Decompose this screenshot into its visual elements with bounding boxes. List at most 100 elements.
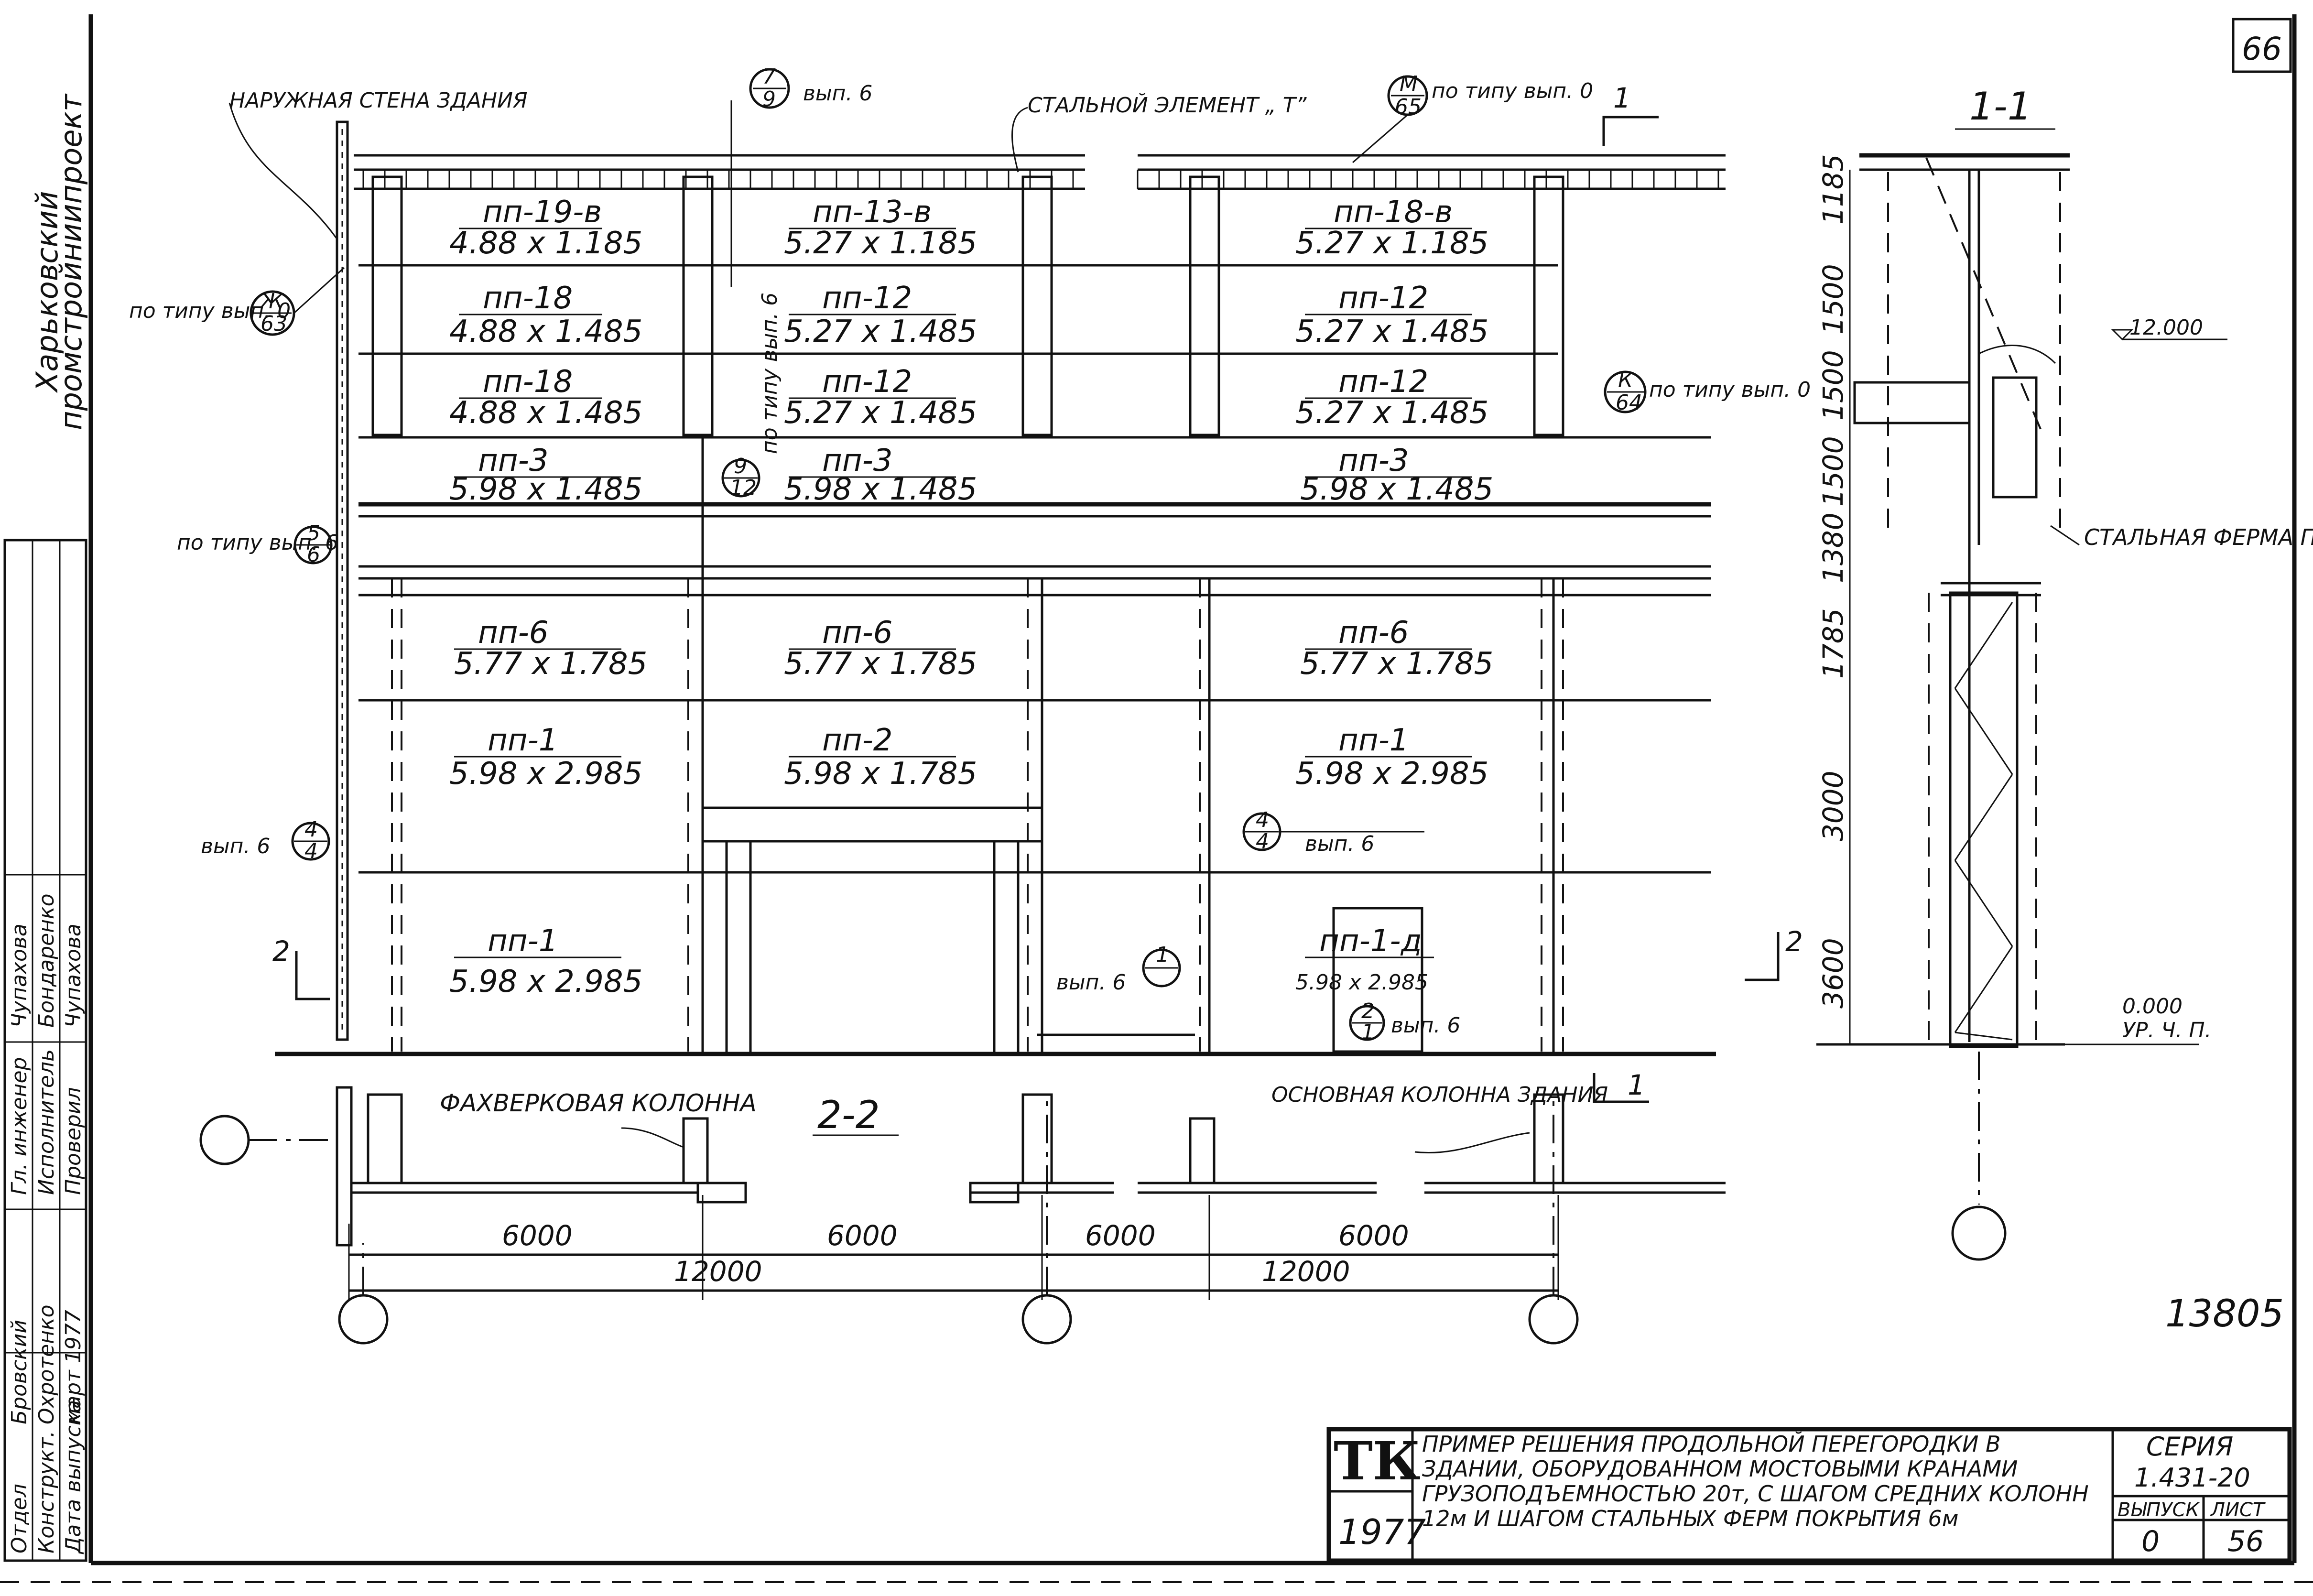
title-year: 1977 [1338,1512,1426,1552]
svg-text:5: 5 [307,521,320,545]
panel: пп-15.98 x 2.985 [449,923,642,999]
panel-size: 5.98 x 1.485 [784,472,977,507]
truss-web [1954,688,2013,775]
side-name-4: Бровский [7,1320,32,1424]
side-name-5: Охротенко [34,1305,59,1425]
ref-4-4-left-note: вып. 6 [201,834,270,858]
truss-label: СТАЛЬНАЯ ФЕРМА ПОКРЫТИЯ [2084,524,2313,550]
panel: пп-15.98 x 2.985 [449,723,642,792]
dim-6000: 6000 [502,1219,573,1252]
panel-name: пп-3 [822,443,893,478]
panel-size: 5.98 x 2.985 [449,964,642,999]
sec-dim: 1500 [1817,436,1849,507]
outer-wall-label: НАРУЖНАЯ СТЕНА ЗДАНИЯ [229,88,528,113]
panel: пп-65.77 x 1.785 [1300,615,1493,682]
panel-name: пп-2 [822,723,893,758]
panel: пп-125.27 x 1.485 [1295,364,1488,431]
dim-6000: 6000 [1338,1219,1409,1252]
roof-structure [354,154,1726,190]
cut-2-left: 2 [272,935,290,967]
sheet-value: 56 [2227,1525,2264,1558]
main-column-label: ОСНОВНАЯ КОЛОННА ЗДАНИЯ [1271,1083,1608,1107]
panel-name: пп-6 [1338,615,1409,651]
panel-name: пп-6 [478,615,549,651]
svg-text:65: 65 [1395,95,1422,119]
svg-text:2: 2 [1361,999,1375,1023]
page-number-box [2232,18,2292,73]
ref-4-4-mid-note: вып. 6 [1305,832,1374,856]
side-org-line1: Харьковский [30,191,65,393]
level-bottom: 0.000 [2122,994,2183,1019]
panel: пп-184.88 x 1.485 [449,281,642,349]
side-role-1: Гл. инженер [7,1057,32,1195]
truss-web [1955,1031,2013,1041]
truss-web [1954,860,2013,947]
ref-bubble-7-9 [749,68,790,109]
panel: пп-65.77 x 1.785 [784,615,977,682]
panel-name: пп-1-д [1319,923,1422,959]
panel-size: 4.88 x 1.185 [449,226,642,261]
level-top: 12.000 [2129,315,2203,340]
elevation-view: пп-19-в4.88 x 1.185 пп-13-в5.27 x 1.185 … [129,65,1811,1103]
sec-dim: 1500 [1817,350,1849,421]
svg-text:12: 12 [730,476,757,500]
panel-name: пп-18-в [1334,195,1453,230]
svg-text:9: 9 [762,87,776,111]
panel: пп-13-в5.27 x 1.185 [784,195,977,261]
panel: пп-35.98 x 1.485 [1300,443,1493,507]
panel-name: пп-3 [478,443,549,478]
page-number: 66 [2242,31,2282,67]
panel-name: пп-12 [822,364,912,400]
side-name-6: март 1977 [61,1310,86,1424]
svg-text:6: 6 [307,543,320,567]
title-description: ПРИМЕР РЕШЕНИЯ ПРОДОЛЬНОЙ ПЕРЕГОРОДКИ В … [1422,1432,2089,1531]
panel: пп-1-д5.98 x 2.985 [1295,923,1434,995]
sheet-label: ЛИСТ [2210,1499,2266,1521]
truss-web [1954,774,2013,861]
ref-bubble-4-4-mid [1242,812,1281,851]
svg-text:М: М [1400,72,1418,96]
ref-zh-63-note: по типу вып. 0 [129,299,291,323]
panel-size: 5.98 x 1.785 [784,756,977,792]
side-org-line2: промстройниипроект [54,93,88,430]
panel-size: 5.98 x 2.985 [1295,756,1488,792]
dim-12000: 12000 [1262,1255,1350,1288]
panel-size: 5.77 x 1.785 [454,646,647,682]
panel-size: 5.98 x 2.985 [449,756,642,792]
panel: пп-35.98 x 1.485 [449,443,642,507]
svg-text:Ж: Ж [259,289,284,314]
panel: пп-125.27 x 1.485 [1295,281,1488,349]
stamp-number: 13805 [2165,1292,2284,1335]
ref-5-6-note: по типу вып. 6 [177,531,338,555]
svg-text:4: 4 [1256,808,1269,832]
ref-bubble-9-12 [721,458,760,498]
panel-size: 5.98 x 1.485 [1300,472,1493,507]
side-role-3: Проверил [61,1087,86,1195]
side-role-2: Исполнитель [34,1049,59,1195]
ref-m-65-note: по типу вып. 0 [1432,79,1593,103]
ref-bubble-2-1 [1349,1005,1385,1041]
panel-name: пп-3 [1338,443,1409,478]
title-block: ТК 1977 ПРИМЕР РЕШЕНИЯ ПРОДОЛЬНОЙ ПЕРЕГО… [1326,1427,2292,1563]
column-plan [1189,1117,1216,1184]
side-name-3: Чупахова [61,923,86,1028]
side-stamp: Харьковский промстройниипроект Гл. инжен… [3,93,88,1562]
panel-name: пп-12 [822,281,912,316]
sec-dim: 3600 [1817,938,1849,1009]
svg-text:64: 64 [1616,391,1642,415]
ref-bubble-k-64 [1604,370,1647,413]
panel: пп-35.98 x 1.485 [784,443,977,507]
axis-bubble [1021,1294,1072,1345]
callouts: НАРУЖНАЯ СТЕНА ЗДАНИЯ СТАЛЬНОЙ ЭЛЕМЕНТ „… [129,65,1811,1103]
panel-size: 4.88 x 1.485 [449,314,642,349]
plan-title: 2-2 [817,1093,880,1137]
svg-text:К: К [1618,368,1634,392]
column-plan [696,1182,747,1204]
panel: пп-125.27 x 1.485 [784,281,977,349]
sec-dim: 3000 [1817,771,1849,841]
panel: пп-184.88 x 1.485 [449,364,642,431]
dim-6000: 6000 [1085,1219,1156,1252]
column-plan [1533,1093,1564,1184]
